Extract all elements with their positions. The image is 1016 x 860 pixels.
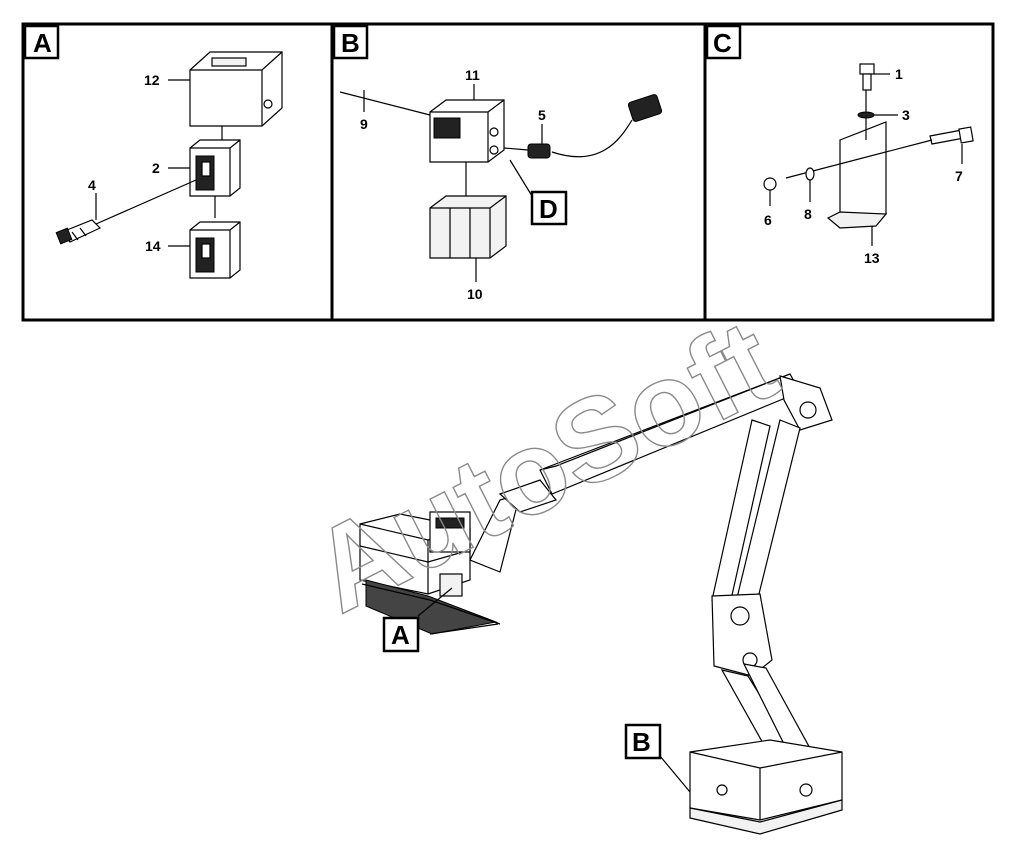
connector-part-5 [527, 143, 551, 159]
nut-part-6 [763, 177, 777, 191]
detail-d-label-box [530, 190, 568, 226]
panel-c-label: C [713, 28, 732, 58]
panel-b-label-box [332, 24, 369, 60]
bolt-part-7 [929, 126, 974, 145]
callout-11: 11 [465, 67, 480, 83]
panel-a-frame [21, 22, 334, 322]
main-label-b: B [632, 727, 651, 757]
callout-13: 13 [864, 250, 880, 266]
callout-3: 3 [902, 107, 910, 123]
callout-10: 10 [467, 286, 483, 302]
callout-2: 2 [152, 160, 160, 176]
callout-7: 7 [955, 168, 963, 184]
lower-boom [711, 419, 813, 771]
panel-b: B 9 11 5 D [330, 22, 707, 322]
callout-9: 9 [360, 116, 368, 132]
connector-plug [627, 94, 663, 122]
panel-a-label-box [23, 24, 60, 60]
main-boom [539, 373, 833, 495]
callout-8: 8 [804, 206, 812, 222]
panel-b-frame [330, 22, 707, 322]
callout-12: 12 [144, 72, 160, 88]
panel-a-label: A [33, 28, 52, 58]
panel-b-label: B [341, 28, 360, 58]
battery-pack-part-10 [429, 195, 507, 259]
panel-c: C 1 3 13 7 8 [703, 22, 995, 322]
main-label-b-box [624, 723, 662, 760]
switch-box-part-2 [189, 139, 241, 197]
washer-part-3 [857, 111, 875, 119]
main-label-a-box [382, 616, 420, 653]
bracket-part-13 [826, 118, 888, 229]
switch-box-part-14 [189, 221, 241, 279]
aerial-platform-illustration [359, 373, 843, 835]
plug-part-4 [55, 219, 102, 245]
turntable-base [689, 739, 843, 835]
callout-1: 1 [895, 66, 903, 82]
bolt-part-1 [859, 63, 875, 91]
panel-c-label-box [705, 24, 742, 60]
basket [359, 511, 501, 635]
callout-6: 6 [764, 212, 772, 228]
callout-5: 5 [538, 107, 546, 123]
detail-d-label: D [539, 194, 558, 224]
washer-part-8 [805, 167, 815, 181]
main-label-a: A [391, 620, 410, 650]
callout-14: 14 [145, 238, 161, 254]
cover-part-12 [189, 51, 283, 127]
panel-a: A 12 2 4 [21, 22, 334, 322]
callout-4: 4 [88, 177, 96, 193]
control-box-part-11 [429, 99, 505, 163]
